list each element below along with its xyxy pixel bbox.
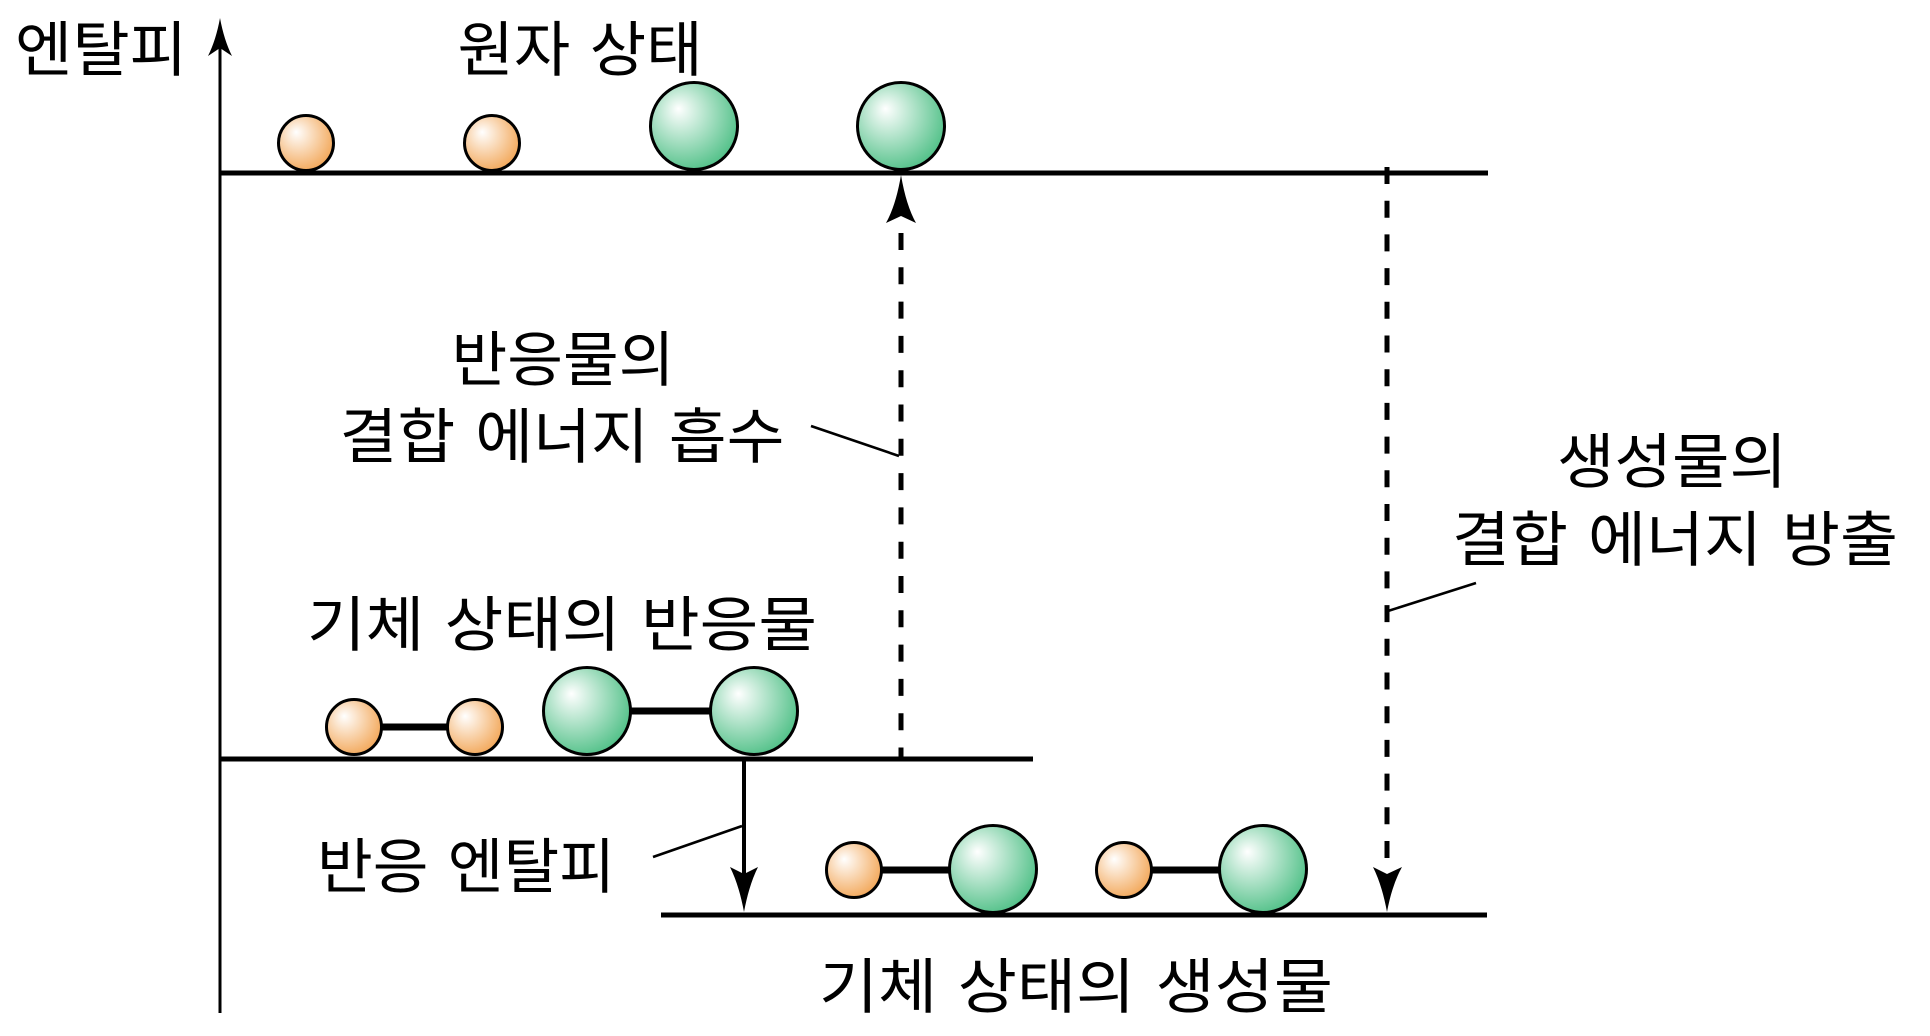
reaction-enthalpy-arrow [730,759,758,912]
small-atom [325,698,383,756]
release-leader-line [1387,581,1477,613]
small-atom [463,114,521,172]
absorption-label-line1: 반응물의 [452,326,675,396]
level-atoms-label: 원자 상태 [458,16,703,86]
release-arrow [1373,167,1402,912]
product-molecule [825,824,1038,914]
level-reactants-label: 기체 상태의 반응물 [307,591,817,661]
arrow-down-icon [730,867,758,912]
absorption-leader-line [810,424,900,458]
large-atom [856,81,946,171]
absorption-arrow [886,175,916,757]
reactant-molecule-large [542,666,799,756]
product-molecule [1095,824,1308,914]
small-atom [825,841,883,899]
small-atom [446,698,504,756]
small-atom [277,114,335,172]
arrow-down-icon [1373,867,1402,912]
atoms-group [277,81,946,172]
arrow-up-icon [886,175,916,223]
release-label-line2: 결합 에너지 방출 [1452,506,1898,576]
large-atom [948,824,1038,914]
large-atom [542,666,632,756]
release-label-line1: 생성물의 [1557,428,1787,498]
reaction-enthalpy-label: 반응 엔탈피 [317,833,615,903]
enthalpy-axis: 엔탈피 [15,16,232,1013]
axis-label: 엔탈피 [15,16,187,86]
large-atom [649,81,739,171]
reaction-enthalpy-leader-line [652,824,743,859]
axis-arrowhead-icon [208,18,232,56]
small-atom [1095,841,1153,899]
reactant-molecule-small [325,698,504,756]
large-atom [709,666,799,756]
large-atom [1218,824,1308,914]
level-products-label: 기체 상태의 생성물 [819,953,1333,1023]
absorption-label-line2: 결합 에너지 흡수 [340,403,785,473]
